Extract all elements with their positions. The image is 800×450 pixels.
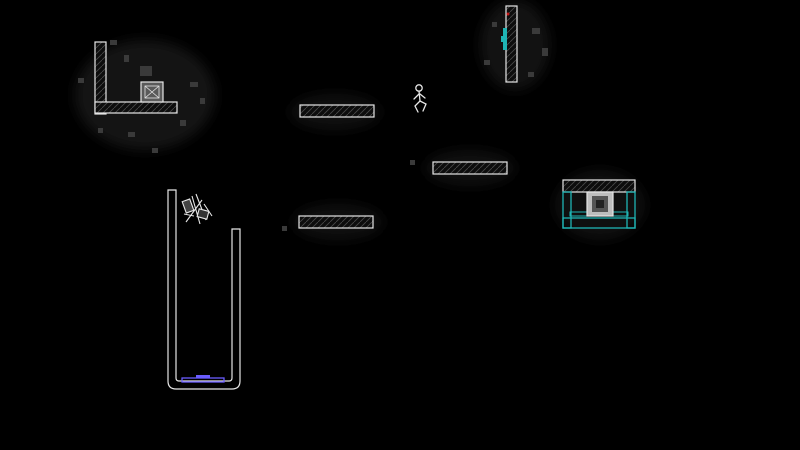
stick-figure-icon <box>413 84 427 113</box>
pressure-switch[interactable] <box>181 375 225 383</box>
debris-particles <box>78 22 548 231</box>
vertical-wall <box>94 41 107 115</box>
player[interactable] <box>413 84 427 113</box>
indicator-light <box>506 12 510 16</box>
corner-wall-structure <box>94 41 178 115</box>
ceiling-pillar <box>505 5 518 83</box>
exit-portal-icon <box>586 191 614 217</box>
floating-platform-2 <box>432 161 508 175</box>
broken-crate-icon <box>181 193 213 225</box>
crate-icon <box>144 85 160 99</box>
crate[interactable] <box>140 81 164 103</box>
wall-lever-icon <box>501 28 507 50</box>
pressure-switch-icon <box>181 375 225 383</box>
floating-platform-1 <box>299 104 375 118</box>
crate-wreckage <box>181 193 213 225</box>
exit-goal[interactable] <box>562 179 636 229</box>
container-pit <box>167 189 241 390</box>
floating-platform-3 <box>298 215 374 229</box>
ledge-platform <box>94 101 178 114</box>
wall-lever[interactable] <box>501 28 507 50</box>
